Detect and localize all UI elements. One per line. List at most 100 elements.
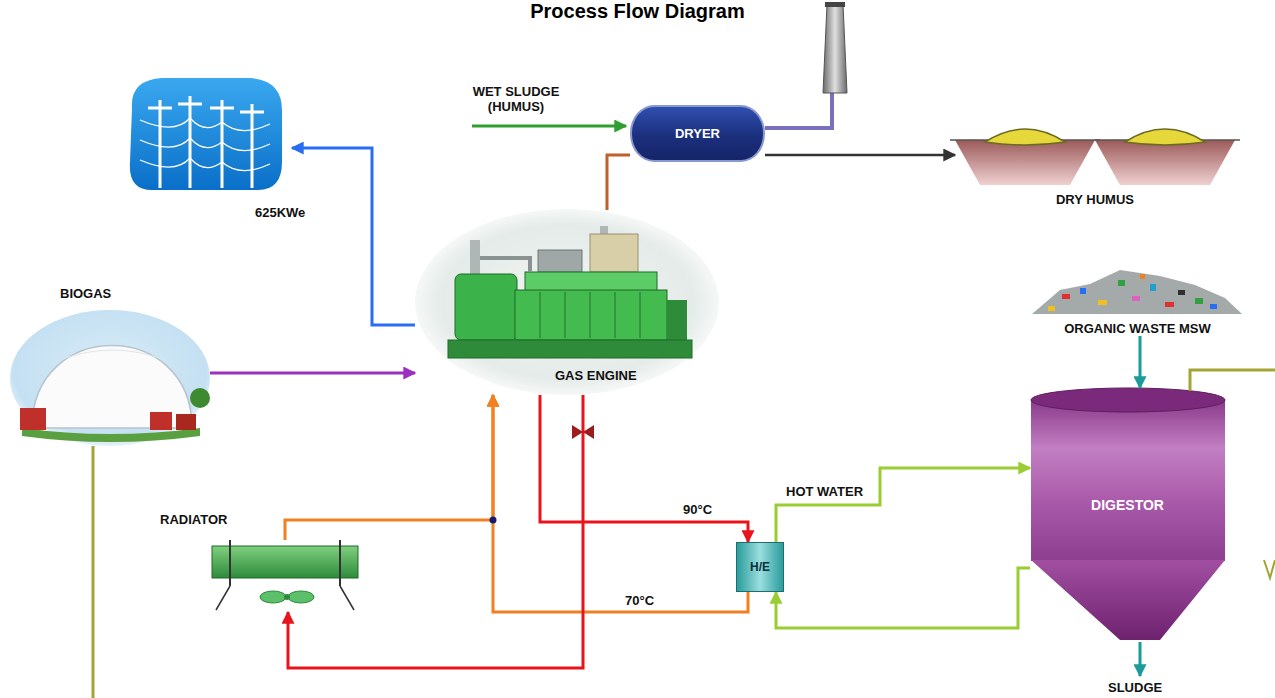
humus-pit: [950, 129, 1240, 185]
node-label: DIGESTOR: [1030, 498, 1225, 513]
dryer-unit: DRYER: [630, 105, 765, 162]
flow-line: [288, 395, 583, 668]
gas-engine-picture: [470, 240, 480, 276]
node-label: DRYER: [675, 126, 720, 141]
gas-engine-picture: [539, 292, 540, 338]
waste-pile: [1195, 298, 1203, 304]
biogas-holder: [60, 350, 165, 360]
node-label: BIOGAS: [60, 286, 111, 301]
radiator-symbol: [212, 546, 358, 578]
digestor-tank: DIGESTOR: [1030, 388, 1225, 642]
power-grid-icon: [210, 107, 234, 110]
chimney-stack: [765, 92, 832, 128]
biogas-holder: [10, 310, 210, 446]
flow-line: [607, 155, 630, 210]
node-label: H/E: [750, 560, 770, 575]
radiator: RADIATOR: [210, 540, 360, 612]
gas-engine-picture: [540, 292, 640, 338]
node-label: RADIATOR: [160, 512, 227, 527]
waste-pile: [1132, 296, 1140, 301]
gas-engine-picture: [448, 340, 692, 358]
gas-engine-picture: [639, 292, 640, 338]
biogas-holder: [10, 310, 210, 446]
gas-engine-picture: [590, 234, 638, 272]
free-label: SLUDGE: [1108, 680, 1162, 695]
gas-engine-picture: [667, 300, 687, 340]
gas-engine-picture: [515, 290, 667, 340]
flow-line: [210, 372, 415, 375]
power-grid-icon: [148, 107, 172, 110]
waste-pile: [1080, 288, 1086, 294]
waste-pile: [1032, 270, 1242, 314]
radiator-symbol: [212, 540, 358, 610]
biogas-holder: [176, 414, 196, 430]
node-label: GAS ENGINE: [555, 368, 637, 383]
radiator-symbol: [288, 591, 314, 603]
power-grid-icon: [140, 118, 270, 131]
waste-pile: [1118, 280, 1125, 286]
diagram-title: Process Flow Diagram: [0, 0, 1275, 22]
waste-pile: [1150, 284, 1156, 291]
humus-pit: [985, 129, 1065, 145]
gas-engine-picture: [525, 272, 657, 292]
sludge-outlet-line: [1139, 642, 1142, 676]
flow-line: [776, 568, 1030, 628]
waste-pile: [1032, 270, 1242, 314]
gas-engine-picture: [415, 209, 719, 395]
humus-pit: [955, 140, 1095, 185]
edge-label: HOT WATER: [786, 484, 863, 499]
waste-pile: [1048, 306, 1055, 311]
node-label: DRY HUMUS: [1056, 192, 1134, 207]
power-grid-icon: [240, 111, 264, 114]
free-label: 625KWe: [255, 205, 305, 220]
radiator-symbol: [339, 540, 341, 586]
power-grid-icon: [178, 103, 202, 106]
biogas-line: [1190, 370, 1275, 391]
radiator-symbol: [216, 586, 230, 610]
free-label: WET SLUDGE (HUMUS): [455, 84, 577, 114]
power-grid-icon: [148, 96, 264, 188]
waste-pile: [1210, 304, 1217, 309]
power-grid-icon: [130, 78, 282, 190]
radiator-symbol: [340, 586, 354, 610]
waste-pile: [1140, 274, 1145, 279]
gas-engine: GAS ENGINE: [415, 210, 720, 395]
flow-line: [776, 468, 1030, 542]
flow-line: [493, 395, 748, 612]
valve-symbol: [572, 425, 583, 439]
gas-engine-picture: [614, 292, 615, 338]
flow-line: [1139, 336, 1142, 388]
radiator-symbol: [284, 594, 290, 600]
radiator-symbol: [260, 591, 286, 603]
flow-line: [540, 395, 748, 542]
chimney-stack: [825, 2, 845, 7]
power-grid-icon: [140, 118, 270, 171]
junction-dot: [490, 517, 497, 524]
power-output-line: [292, 148, 415, 325]
gas-engine-picture: [415, 209, 719, 395]
digestor-vessel: [1031, 560, 1225, 640]
biogas-holder: BIOGAS: [10, 310, 210, 445]
waste-pile: [1178, 290, 1185, 295]
power-grid-icon: [159, 100, 162, 188]
biogas-line: [1264, 560, 1275, 578]
power-grid-icon: [130, 78, 282, 190]
heat-exchanger: H/E: [736, 542, 784, 592]
flow-line: [285, 395, 493, 540]
power-grid-icon: [140, 138, 270, 151]
sludge-feed-line: [472, 125, 626, 128]
humus-pit: [1095, 140, 1235, 185]
digestor-vessel: [1031, 388, 1225, 412]
gas-engine-picture: [589, 292, 590, 338]
power-grid-icon: [221, 100, 224, 188]
waste-pile: [1165, 302, 1174, 307]
biogas-holder: [22, 428, 200, 442]
gas-engine-picture: [480, 258, 530, 272]
gas-engine-picture: [564, 292, 565, 338]
waste-pile: [1062, 294, 1070, 299]
waste-input: ORGANIC WASTE MSW: [1020, 262, 1255, 336]
biogas-line: [92, 446, 95, 698]
power-grid-icon: [189, 96, 192, 188]
power-grid-icon: [140, 158, 270, 171]
